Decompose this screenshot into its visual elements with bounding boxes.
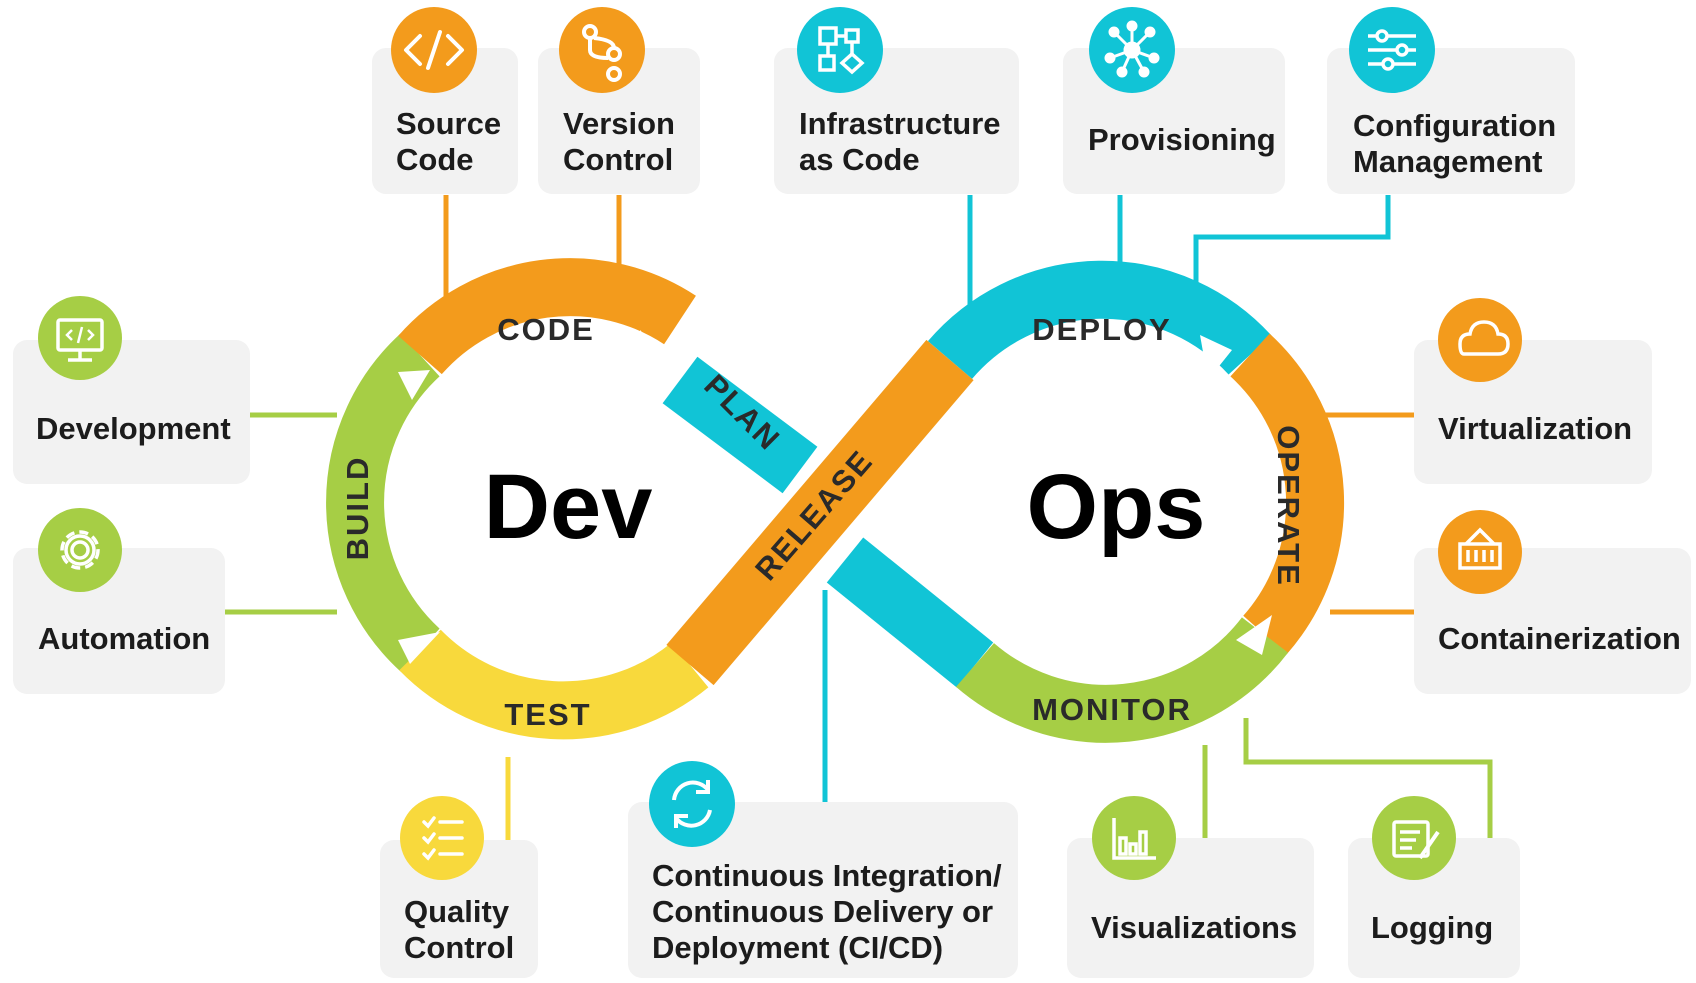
- box-infrastructure-line2: as Code: [799, 142, 920, 177]
- box-development: Development: [13, 296, 250, 484]
- box-quality-control: Quality Control: [380, 796, 538, 978]
- gear-icon-circle: [38, 508, 122, 592]
- box-cicd-line2: Continuous Delivery or: [652, 894, 993, 929]
- notepad-pen-icon-circle: [1372, 796, 1456, 880]
- stage-code: [398, 258, 696, 375]
- stage-build: [326, 333, 440, 672]
- monitor-code-icon: [56, 318, 104, 362]
- infinity-loop: [326, 258, 1345, 743]
- bar-chart-icon: [1112, 818, 1156, 860]
- cloud-icon: [1458, 320, 1510, 356]
- flowchart-icon-circle: [797, 7, 883, 93]
- chevron-code-plan: [640, 330, 668, 392]
- stage-label-test: TEST: [504, 697, 591, 732]
- refresh-icon-circle: [649, 761, 735, 847]
- container-icon-circle: [1438, 510, 1522, 594]
- ops-title: Ops: [1027, 456, 1206, 558]
- stage-monitor: [956, 617, 1289, 743]
- flowchart-icon: [818, 26, 865, 75]
- box-development-line1: Development: [36, 411, 231, 446]
- stage-label-operate: OPERATE: [1271, 425, 1306, 587]
- chevron-deploy-operate: [1200, 335, 1232, 380]
- container-icon: [1458, 527, 1502, 570]
- bar-chart-icon-circle: [1092, 796, 1176, 880]
- box-quality-control-bg: [380, 840, 538, 978]
- box-visualizations: Visualizations: [1067, 796, 1314, 978]
- box-automation-line1: Automation: [38, 621, 210, 656]
- box-infrastructure-line1: Infrastructure: [799, 106, 1001, 141]
- box-version-control-line1: Version: [563, 106, 675, 141]
- code-brackets-icon: [404, 30, 464, 70]
- box-cicd-bg: [628, 802, 1018, 978]
- connector-logging: [1243, 718, 1493, 838]
- box-cicd: Continuous Integration/ Continuous Deliv…: [628, 761, 1018, 978]
- box-virtualization: Virtualization: [1414, 298, 1652, 484]
- box-source-code-line1: Source: [396, 106, 501, 141]
- box-visualizations-line1: Visualizations: [1091, 910, 1297, 945]
- chevron-build-code: [398, 370, 430, 400]
- branch-icon: [582, 24, 622, 82]
- notepad-pen-icon: [1392, 820, 1440, 860]
- box-logging-line1: Logging: [1371, 910, 1493, 945]
- box-configuration-line1: Configuration: [1353, 108, 1556, 143]
- box-automation: Automation: [13, 508, 225, 694]
- stage-operate: [1230, 333, 1345, 655]
- box-logging: Logging: [1348, 796, 1520, 978]
- stage-plan: [662, 356, 818, 494]
- box-configuration-line2: Management: [1353, 144, 1542, 179]
- connector-configuration: [1193, 195, 1391, 285]
- cloud-icon-circle: [1438, 298, 1522, 382]
- box-quality-control-line1: Quality: [404, 894, 510, 929]
- box-provisioning: Provisioning: [1063, 7, 1285, 194]
- stage-label-build: BUILD: [340, 456, 375, 561]
- stage-chevrons: [398, 330, 1272, 664]
- box-quality-control-line2: Control: [404, 930, 514, 965]
- box-configuration-management: Configuration Management: [1327, 7, 1575, 194]
- box-version-control-line2: Control: [563, 142, 673, 177]
- stage-test: [399, 629, 709, 740]
- box-source-code-line2: Code: [396, 142, 474, 177]
- box-cicd-line1: Continuous Integration/: [652, 858, 1002, 893]
- chevron-test-build: [398, 632, 440, 664]
- box-containerization: Containerization: [1414, 510, 1691, 694]
- box-containerization-line1: Containerization: [1438, 621, 1681, 656]
- box-source-code: Source Code: [372, 7, 518, 194]
- sliders-icon: [1368, 29, 1416, 71]
- branch-icon-circle: [559, 7, 645, 93]
- stage-label-code: CODE: [497, 312, 595, 347]
- stage-release: [666, 339, 974, 686]
- connector-lines: [225, 195, 1493, 840]
- stage-label-deploy: DEPLOY: [1032, 312, 1171, 347]
- stage-deploy: [927, 260, 1272, 380]
- box-provisioning-line1: Provisioning: [1088, 122, 1276, 157]
- box-virtualization-line1: Virtualization: [1438, 411, 1632, 446]
- checklist-icon: [422, 816, 464, 861]
- stage-return-strip: [826, 537, 994, 688]
- box-version-control: Version Control: [538, 7, 700, 194]
- dev-title: Dev: [484, 456, 653, 558]
- refresh-icon: [672, 780, 712, 828]
- box-infrastructure-as-code: Infrastructure as Code: [774, 7, 1019, 194]
- network-icon: [1104, 20, 1160, 78]
- gear-icon: [60, 530, 100, 570]
- box-cicd-line3: Deployment (CI/CD): [652, 930, 943, 965]
- stage-label-monitor: MONITOR: [1032, 692, 1192, 727]
- chevron-operate-monitor: [1236, 615, 1272, 655]
